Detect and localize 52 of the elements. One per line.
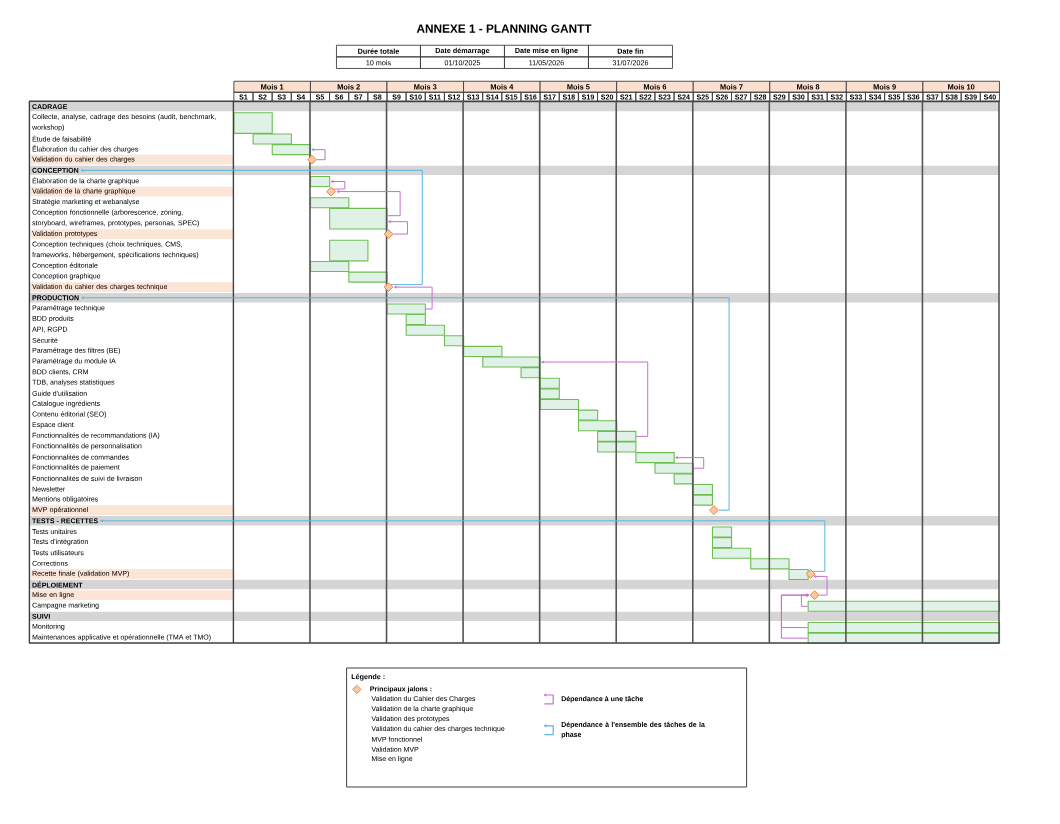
task-bar — [654, 462, 694, 474]
dependency-arrow — [675, 456, 705, 469]
task-bar — [692, 494, 713, 506]
task-bar — [539, 377, 560, 389]
dependency-arrow — [80, 168, 423, 286]
task-bar — [329, 239, 369, 262]
task-bar — [539, 388, 560, 400]
task-bar — [233, 112, 273, 134]
milestone-diamond — [383, 229, 394, 239]
milestone-diamond — [307, 154, 317, 165]
task-bar — [386, 303, 426, 315]
dependency-arrow — [780, 593, 810, 639]
task-bar — [635, 452, 675, 464]
task-bar — [597, 430, 637, 442]
task-bar — [597, 441, 637, 453]
milestone-diamond — [709, 505, 719, 516]
task-bar — [577, 409, 599, 421]
task-bar — [520, 367, 541, 379]
task-bar — [577, 420, 618, 432]
dependency-arrow — [813, 574, 828, 596]
task-bar — [309, 197, 350, 209]
task-bar — [807, 632, 1001, 644]
task-bar — [807, 622, 1001, 634]
milestone-diamond — [805, 569, 816, 579]
task-bar — [673, 473, 694, 485]
task-bar — [711, 537, 733, 549]
dependency-arrow — [388, 220, 408, 235]
task-bar — [405, 324, 446, 336]
task-bar — [252, 133, 292, 145]
task-bar — [788, 568, 809, 580]
milestone-diamond — [383, 282, 394, 292]
task-bar — [271, 144, 312, 156]
milestone-diamond — [326, 186, 336, 197]
dependency-arrow — [336, 190, 401, 217]
dependency-arrow — [394, 285, 433, 310]
dependency-arrow — [100, 519, 826, 572]
dependency-arrow — [330, 180, 346, 190]
task-bar — [443, 335, 465, 347]
task-bar — [348, 271, 388, 283]
task-bar — [711, 547, 752, 559]
task-bar — [309, 175, 331, 188]
task-bar — [405, 314, 426, 326]
task-bar — [711, 526, 733, 538]
dependency-arrow — [541, 360, 649, 437]
dependency-arrow — [311, 148, 326, 161]
task-bar — [692, 483, 713, 496]
dependency-arrow — [81, 296, 730, 511]
task-bar — [309, 260, 350, 273]
task-bar — [807, 600, 1001, 612]
milestone-diamond — [809, 590, 820, 600]
task-bar — [463, 345, 503, 357]
task-bar — [750, 558, 790, 570]
